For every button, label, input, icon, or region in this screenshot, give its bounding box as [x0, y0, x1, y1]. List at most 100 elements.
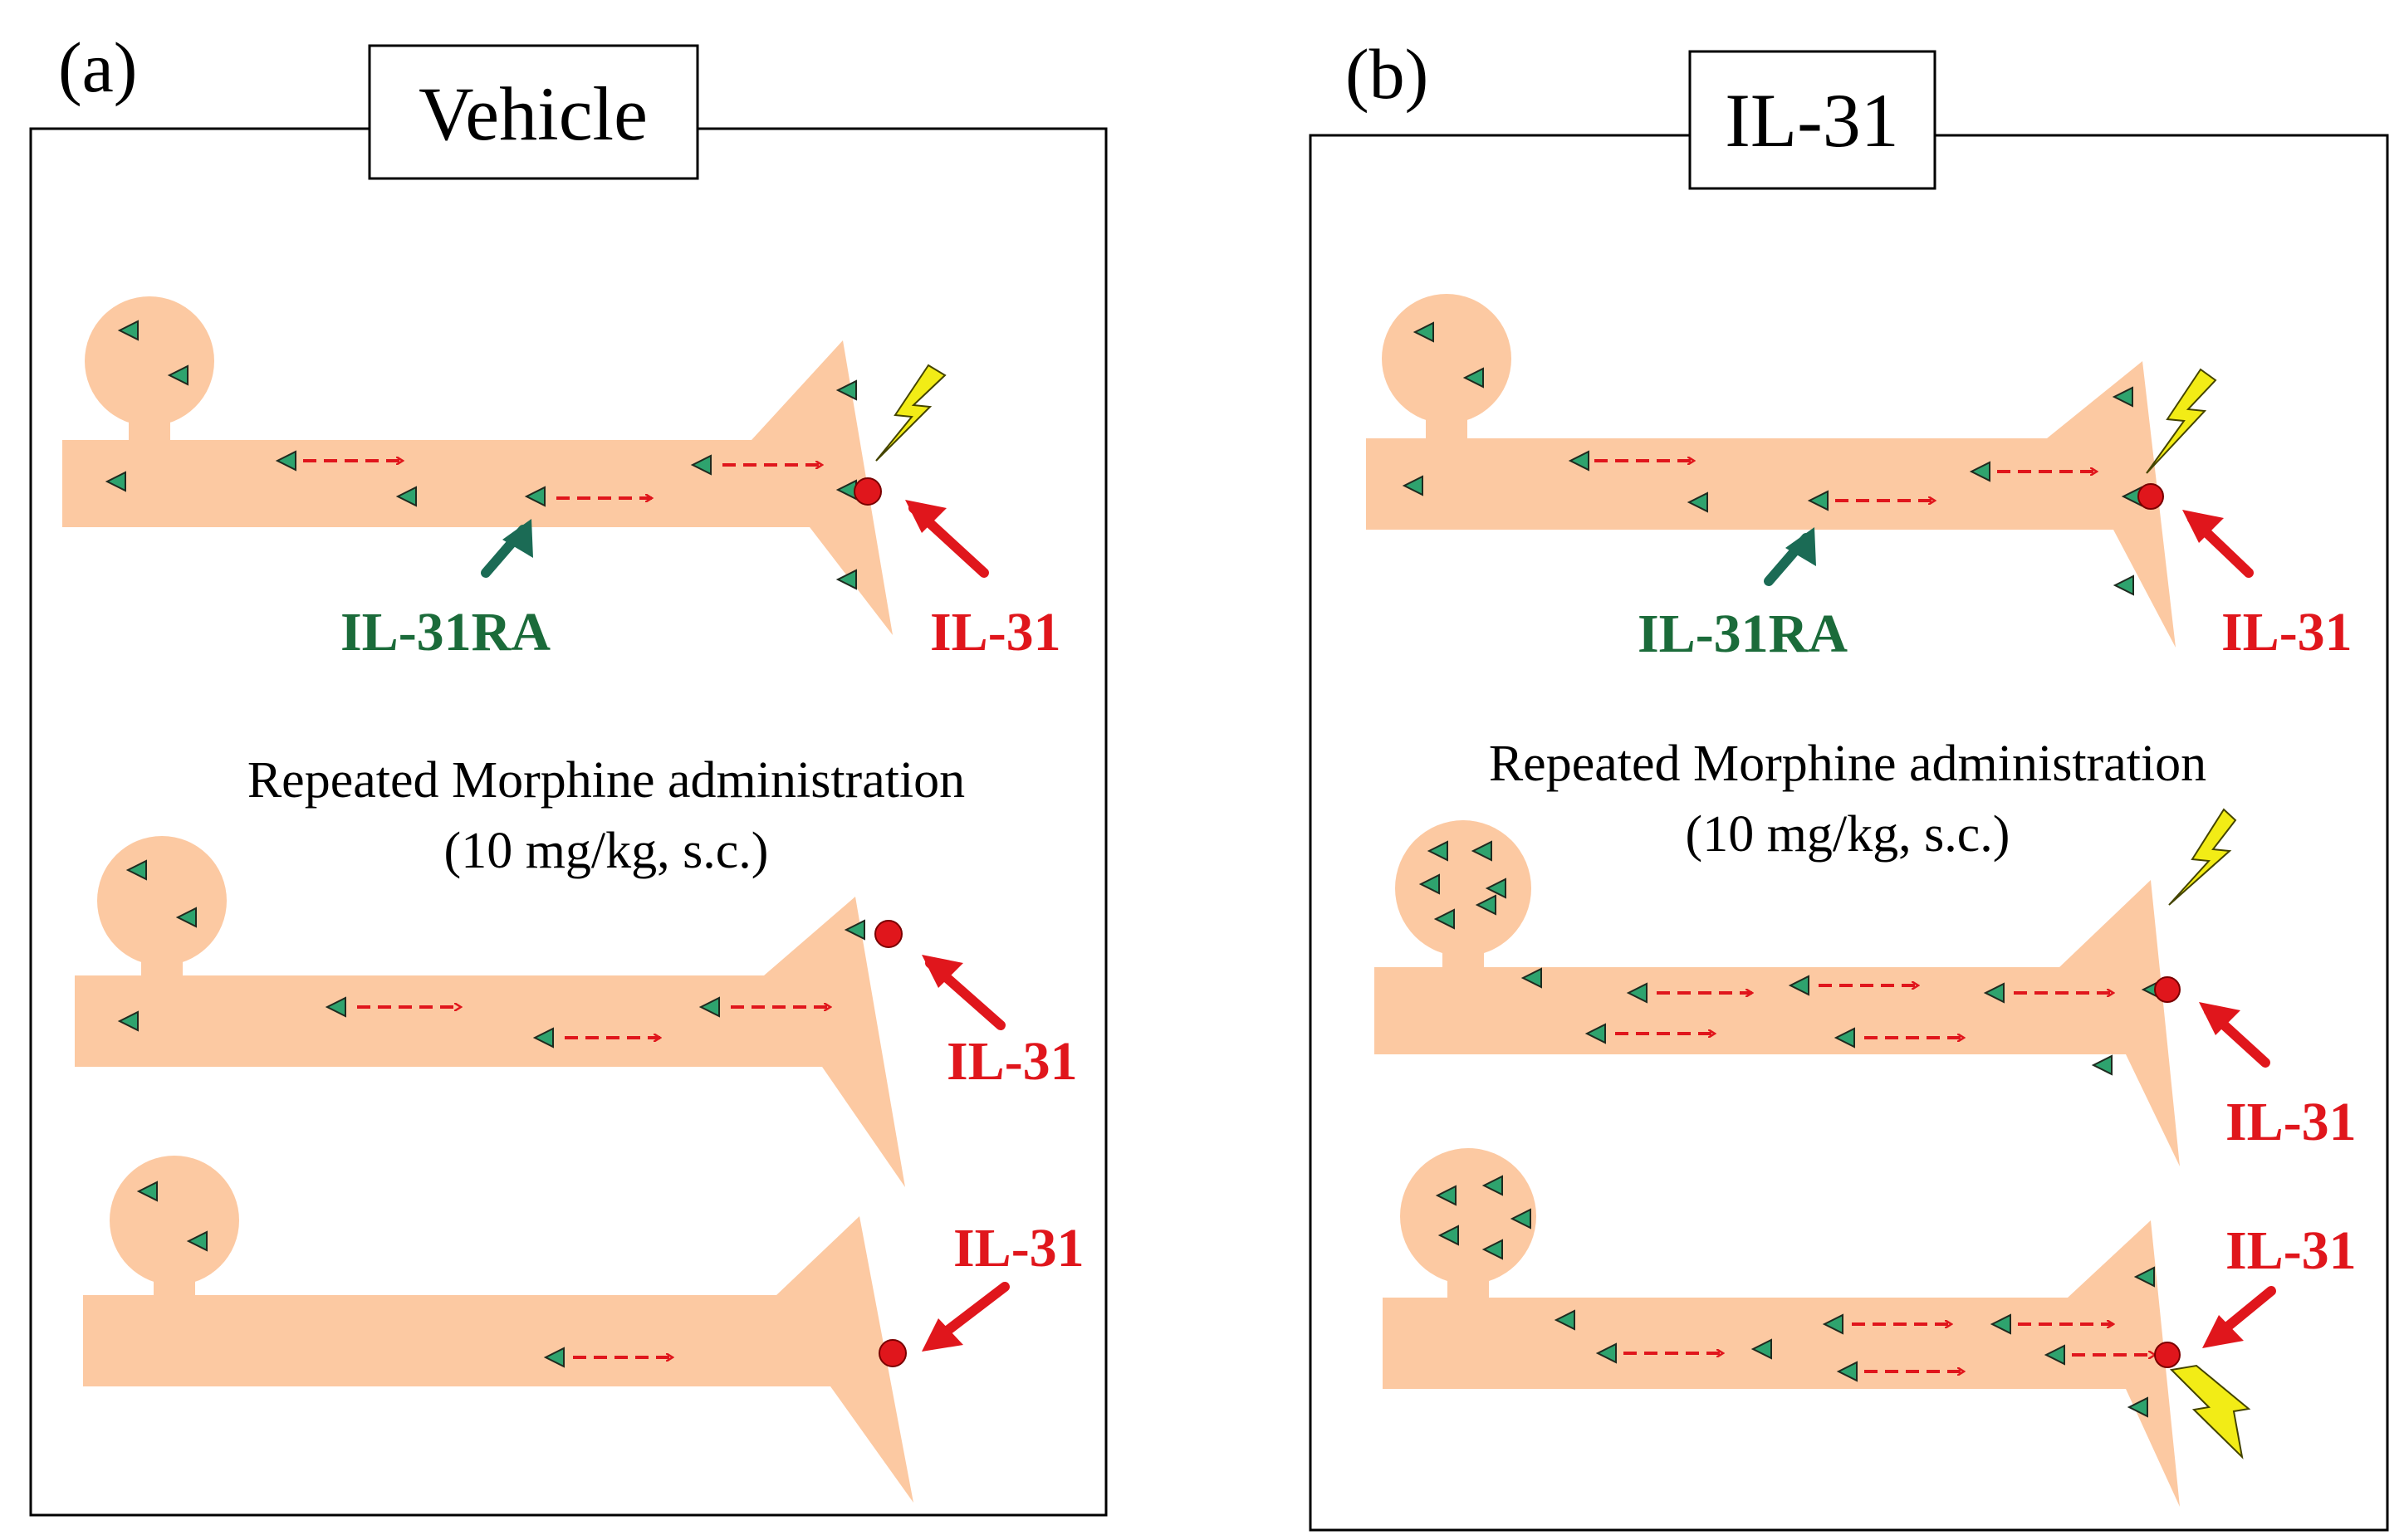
il31ra-receptor-icon [1969, 461, 1990, 482]
itch-signal-bolt-icon [2168, 808, 2237, 906]
il31ra-receptor-icon [1807, 490, 1829, 511]
il31-label: IL-31 [2225, 1220, 2357, 1281]
neuron-a1-soma [85, 296, 214, 426]
il31ra-receptor-icon [2133, 1266, 2155, 1288]
neuron-b2 [1374, 820, 2180, 1166]
il31-label: IL-31 [947, 1031, 1078, 1092]
il31ra-receptor-icon [1788, 975, 1809, 996]
neuron-a2-terminal [764, 897, 905, 1187]
neuron-b3-axon [1383, 1298, 2134, 1389]
il31ra-receptor-icon [167, 364, 189, 386]
il31-arrowhead [2199, 1002, 2240, 1035]
neuron-b3-stalk [1447, 1262, 1489, 1299]
il31-arrowhead [922, 955, 963, 988]
il31ra-receptor-icon [117, 1010, 139, 1032]
neuron-b1-axon [1366, 438, 2113, 530]
il31ra-arrowhead [502, 519, 533, 558]
neuron-a3-terminal [776, 1216, 913, 1503]
panel-b-letter: (b) [1345, 34, 1428, 114]
il31-arrowhead [2182, 510, 2224, 543]
il31ra-receptor-icon [1687, 491, 1708, 513]
panel-b-title: IL-31 [1725, 78, 1898, 163]
neuron-a3-stalk [154, 1262, 195, 1299]
il31ra-receptor-icon [835, 569, 857, 590]
il31ra-receptor-icon [117, 320, 139, 341]
panel-a: (a) Vehicle [29, 27, 1108, 1517]
neuron-b3-terminal [2068, 1220, 2180, 1507]
panel-b: (b) IL-31 [1309, 34, 2389, 1532]
neuron-a3 [83, 1156, 913, 1503]
il31ra-receptor-icon [1595, 1342, 1617, 1364]
itch-signal-bolt-icon [875, 364, 947, 462]
il31-dot [854, 477, 882, 506]
itch-signal-bolt-icon [2146, 368, 2217, 474]
il31ra-receptor-icon [2044, 1344, 2065, 1366]
panel-b-title-box [1688, 50, 1936, 190]
il31ra-receptor-icon [275, 450, 296, 472]
il31ra-receptor-icon [524, 486, 546, 507]
panel-a-letter: (a) [58, 27, 137, 107]
il31-dot [2154, 1342, 2181, 1368]
neuron-a1 [62, 296, 893, 635]
panel-b-caption-line2: (10 mg/kg, s.c.) [1686, 806, 2010, 863]
il31ra-receptor-icon [1435, 1185, 1457, 1206]
il31ra-receptor-icon [1402, 475, 1423, 496]
il31ra-label: IL-31RA [1638, 604, 1848, 664]
il31ra-receptor-icon [1481, 1239, 1503, 1260]
neuron-b2-terminal [2059, 880, 2180, 1166]
il31ra-label: IL-31RA [340, 602, 551, 662]
il31ra-receptor-icon [1983, 982, 2005, 1004]
panel-b-transport-arrows [1594, 461, 2155, 1371]
neuron-a2-stalk [141, 942, 183, 980]
il31ra-receptor-icon [1485, 878, 1506, 899]
il31ra-receptor-icon [325, 996, 346, 1018]
il31ra-receptor-icon [1433, 908, 1455, 930]
neuron-b2-axon [1374, 967, 2126, 1054]
panel-a-title-box [368, 44, 699, 180]
il31ra-receptor-icon [2127, 1396, 2148, 1418]
il31ra-receptor-icon [1462, 367, 1484, 389]
neuron-a1-stalk [129, 403, 170, 444]
il31ra-receptor-icon [1822, 1313, 1843, 1335]
il31-dot [879, 1339, 907, 1367]
il31ra-receptor-icon [1418, 873, 1440, 895]
neuron-b1 [1366, 294, 2176, 648]
il31-dot [2154, 976, 2181, 1003]
panel-a-caption-line1: Repeated Morphine administration [247, 752, 965, 809]
neuron-a2-axon [75, 975, 822, 1067]
il31ra-receptor-icon [2112, 386, 2133, 408]
il31ra-receptor-icon [1413, 321, 1434, 343]
il31ra-receptor-icon [1510, 1208, 1531, 1230]
il31ra-receptor-icon [1750, 1338, 1772, 1360]
il31ra-receptor-icon [175, 907, 197, 928]
il31ra-receptor-icon [1836, 1361, 1858, 1382]
il31ra-receptor-icon [395, 486, 417, 507]
il31-label: IL-31 [2221, 602, 2353, 662]
il31ra-receptor-icon [1554, 1309, 1575, 1331]
il31-label: IL-31 [2225, 1092, 2357, 1152]
panel-a-caption-line2: (10 mg/kg, s.c.) [444, 823, 769, 879]
il31ra-receptor-icon [1990, 1313, 2011, 1335]
il31ra-receptor-icon [136, 1181, 158, 1202]
il31-arrowhead [2202, 1315, 2244, 1348]
il31ra-receptor-icon [2091, 1054, 2113, 1076]
neuron-b1-soma [1382, 294, 1511, 423]
neuron-a1-terminal [752, 340, 893, 635]
il31ra-receptor-icon [1834, 1027, 1855, 1049]
il31-arrows [2182, 510, 2276, 1348]
il31-label: IL-31 [930, 602, 1061, 662]
neuron-b2-stalk [1442, 934, 1484, 971]
il31ra-receptor-icon [1437, 1225, 1459, 1246]
il31ra-receptor-icon [1471, 840, 1492, 862]
il31ra-receptor-icon [1475, 894, 1496, 916]
il31ra-receptor-icon [698, 996, 720, 1018]
il31ra-receptor-icon [1427, 840, 1448, 862]
neuron-a2 [75, 836, 905, 1187]
neuron-a3-soma [110, 1156, 239, 1285]
panel-b-caption-line1: Repeated Morphine administration [1489, 736, 2206, 792]
il31ra-receptor-icon [125, 859, 147, 881]
il31ra-receptor-icon [1520, 967, 1542, 989]
il31-arrowhead [905, 500, 947, 533]
il31ra-receptor-icon [543, 1347, 565, 1368]
